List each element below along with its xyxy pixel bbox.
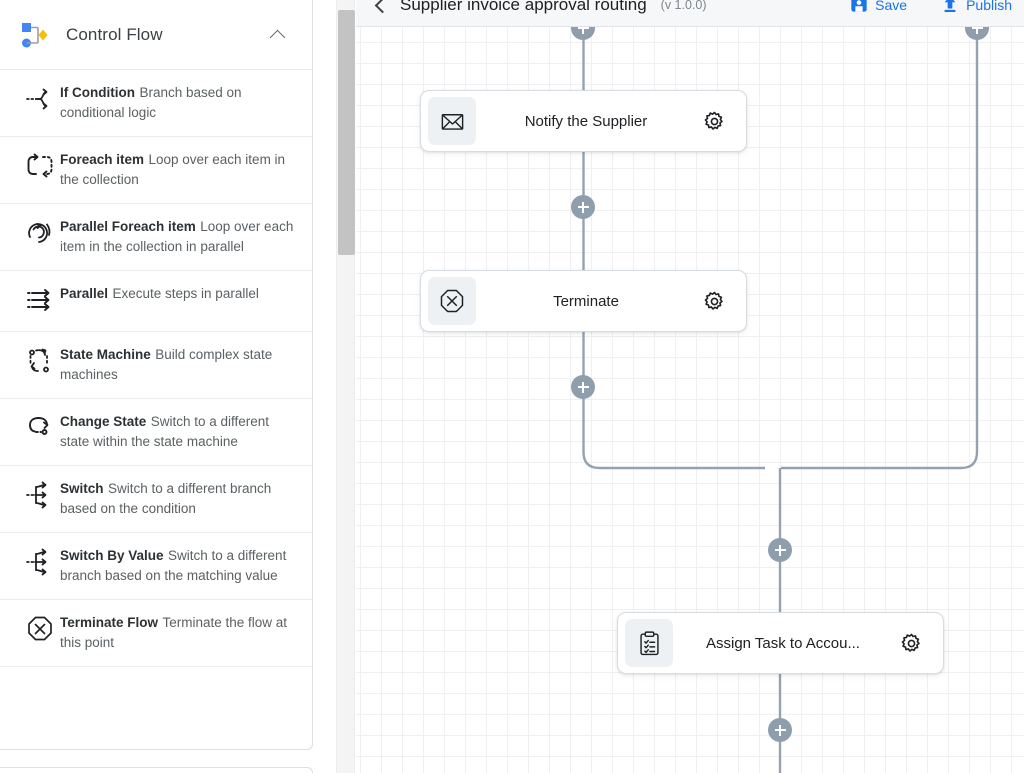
sidebar-item-desc: Build complex state machines — [60, 347, 273, 382]
sidebar-item-if-condition[interactable]: If Condition Branch based on conditional… — [0, 70, 312, 137]
sidebar-item-desc: Switch to a different branch based on th… — [60, 548, 287, 583]
add-step-button-right-branch-top[interactable] — [965, 27, 989, 40]
sidebar-item-title: Parallel Foreach item — [60, 219, 196, 234]
sidebar-item-desc: Switch to a different branch based on th… — [60, 481, 272, 516]
sidebar-item-desc: Switch to a different state within the s… — [60, 414, 270, 449]
sidebar-item-state-machine[interactable]: State Machine Build complex state machin… — [0, 332, 312, 399]
sidebar-next-group-panel[interactable] — [0, 767, 313, 773]
sidebar-item-title: Foreach item — [60, 152, 145, 167]
sidebar-group-control-flow[interactable]: Control Flow — [0, 0, 312, 70]
sidebar-item-switch[interactable]: Switch Switch to a different branch base… — [0, 466, 312, 533]
flow-editor: Supplier invoice approval routing (v 1.0… — [356, 0, 1024, 773]
gear-icon[interactable] — [696, 283, 732, 319]
sidebar-item-desc: Terminate the flow at this point — [60, 615, 288, 650]
flow-node-notify-supplier[interactable]: Notify the Supplier — [420, 90, 747, 152]
add-step-button-between-notify-terminate[interactable] — [571, 195, 595, 219]
flow-toolbar: Supplier invoice approval routing (v 1.0… — [356, 0, 1024, 27]
sidebar-item-text: Change State Switch to a different state… — [60, 412, 298, 452]
flow-canvas[interactable]: Notify the Supplier Terminate — [356, 27, 1024, 773]
parallel-icon — [20, 284, 60, 318]
flow-node-terminate[interactable]: Terminate — [420, 270, 747, 332]
sidebar-item-title: Terminate Flow — [60, 615, 159, 630]
sidebar-item-text: Parallel Foreach item Loop over each ite… — [60, 217, 298, 257]
sidebar-scrollbar[interactable] — [336, 0, 355, 773]
change-state-icon — [20, 412, 60, 446]
sidebar-item-desc: Loop over each item in the collection — [60, 152, 286, 187]
sidebar-item-title: Change State — [60, 414, 147, 429]
page-title: Supplier invoice approval routing — [400, 0, 647, 14]
sidebar-item-desc: Loop over each item in the collection in… — [60, 219, 294, 254]
flow-node-label: Assign Task to Accou... — [706, 634, 860, 652]
add-step-button-below-terminate[interactable] — [571, 375, 595, 399]
sidebar-item-text: Terminate Flow Terminate the flow at thi… — [60, 613, 298, 653]
flow-version-label: (v 1.0.0) — [660, 0, 707, 12]
terminate-flow-icon — [20, 613, 60, 647]
sidebar-item-title: Switch By Value — [60, 548, 164, 563]
sidebar-item-switch-by-value[interactable]: Switch By Value Switch to a different br… — [0, 533, 312, 600]
sidebar-item-foreach-item[interactable]: Foreach item Loop over each item in the … — [0, 137, 312, 204]
publish-icon — [941, 0, 959, 16]
sidebar-item-text: Switch Switch to a different branch base… — [60, 479, 298, 519]
save-button[interactable]: Save — [850, 0, 907, 16]
foreach-item-icon — [20, 150, 60, 184]
publish-label: Publish — [966, 0, 1012, 13]
gear-icon[interactable] — [696, 103, 732, 139]
sidebar-item-change-state[interactable]: Change State Switch to a different state… — [0, 399, 312, 466]
sidebar-item-title: Switch — [60, 481, 104, 496]
sidebar-item-title: If Condition — [60, 85, 135, 100]
sidebar-item-text: If Condition Branch based on conditional… — [60, 83, 298, 123]
sidebar-item-text: Switch By Value Switch to a different br… — [60, 546, 298, 586]
add-step-button-after-merge[interactable] — [768, 538, 792, 562]
sidebar-scrollbar-thumb[interactable] — [338, 10, 355, 255]
sidebar-item-parallel[interactable]: Parallel Execute steps in parallel — [0, 271, 312, 332]
add-step-button-after-assign-task[interactable] — [768, 718, 792, 742]
step-library-sidebar: Control Flow If Condition Branch based o — [0, 0, 313, 750]
sidebar-item-desc: Execute steps in parallel — [112, 286, 259, 301]
clipboard-icon — [625, 619, 673, 667]
gear-icon[interactable] — [893, 625, 929, 661]
sidebar-item-title: Parallel — [60, 286, 109, 301]
parallel-foreach-icon — [20, 217, 60, 251]
chevron-up-icon[interactable] — [270, 26, 288, 44]
flow-node-label: Terminate — [553, 292, 619, 310]
state-machine-icon — [20, 345, 60, 379]
sidebar-item-desc: Branch based on conditional logic — [60, 85, 242, 120]
sidebar-item-text: Foreach item Loop over each item in the … — [60, 150, 298, 190]
flow-node-assign-task[interactable]: Assign Task to Accou... — [617, 612, 944, 674]
sidebar-group-title: Control Flow — [66, 24, 163, 44]
terminate-icon — [428, 277, 476, 325]
sidebar-item-parallel-foreach-item[interactable]: Parallel Foreach item Loop over each ite… — [0, 204, 312, 271]
switch-by-value-icon — [20, 546, 60, 580]
flow-node-label: Notify the Supplier — [524, 112, 648, 130]
sidebar-item-title: State Machine — [60, 347, 151, 362]
save-icon — [850, 0, 868, 16]
switch-icon — [20, 479, 60, 513]
envelope-icon — [428, 97, 476, 145]
sidebar-item-text: Parallel Execute steps in parallel — [60, 284, 298, 318]
add-step-button-above-notify[interactable] — [571, 27, 595, 40]
sidebar-item-text: State Machine Build complex state machin… — [60, 345, 298, 385]
save-label: Save — [875, 0, 908, 13]
control-flow-icon — [20, 21, 50, 49]
back-arrow-icon[interactable] — [368, 0, 394, 18]
publish-button[interactable]: Publish — [941, 0, 1012, 16]
if-condition-icon — [20, 83, 60, 117]
sidebar-item-terminate-flow[interactable]: Terminate Flow Terminate the flow at thi… — [0, 600, 312, 667]
sidebar-item-list: If Condition Branch based on conditional… — [0, 70, 312, 667]
